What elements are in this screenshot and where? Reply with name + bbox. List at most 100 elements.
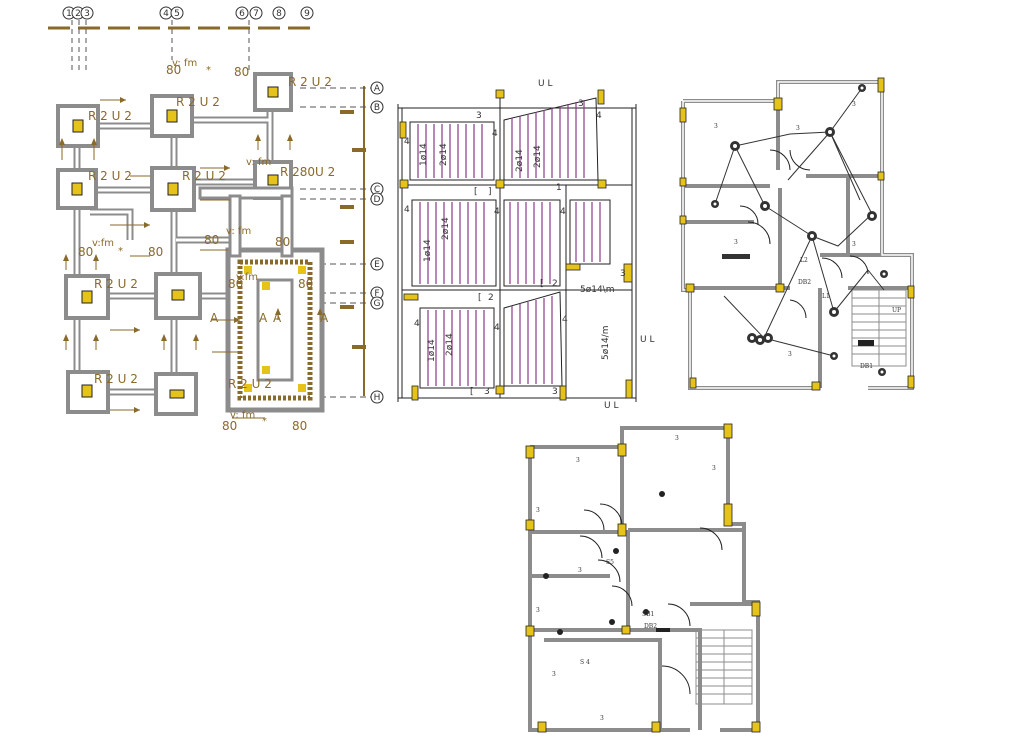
switch-columns	[525, 423, 761, 733]
grid-bubble-a: A	[370, 81, 384, 95]
dim-80-c: 80	[204, 233, 219, 247]
slab-bracket-b: ]	[488, 187, 492, 197]
electrical-plan: 3 3 3 3 3 3 DB2 DB1 L1 L2 UP	[679, 77, 915, 391]
footing-label-3: R 2 U 2	[288, 75, 332, 89]
sw-circuit-3-f: 3	[552, 671, 556, 678]
switch-db-icon	[656, 628, 670, 632]
ceiling-light-icon	[763, 333, 773, 343]
grid-bubble-d: D	[370, 192, 384, 206]
door-swings	[739, 149, 869, 319]
vfm-note-e: v: fm	[230, 410, 255, 421]
distribution-board-icon	[858, 340, 874, 346]
elec-db1: DB1	[860, 363, 873, 370]
footing-label-5: R 2 U 2	[94, 277, 138, 291]
rebar-label-1o14-c: 1ø14	[427, 339, 437, 362]
sw-circuit-3-d: 3	[712, 465, 716, 472]
foundation-plan: 1 2 3 4 5 6 7 8 9 A B C D E F G H	[48, 6, 384, 433]
stairs	[851, 289, 907, 367]
elec-db2: DB2	[798, 279, 811, 286]
dim-80-j: 80	[292, 419, 307, 433]
ceiling-light-icon	[867, 211, 877, 221]
slab-ul-top: U L	[538, 79, 552, 89]
grid-bubble-g: G	[370, 296, 384, 310]
ceiling-light-icon	[807, 231, 817, 241]
sw-circuit-3-c: 3	[536, 507, 540, 514]
slab-num-1: 1	[556, 183, 562, 193]
footing-label-4: R 2 U 2	[88, 169, 132, 183]
grid-bubble-4: 4	[159, 6, 173, 20]
slab-ul-right: U L	[640, 335, 654, 345]
slab-num-3-e: 3	[552, 387, 558, 397]
slab-bracket-c: [	[478, 293, 482, 303]
wall-socket-icon	[659, 491, 665, 497]
slab-bracket-a: [	[474, 187, 478, 197]
ceiling-light-icon	[711, 200, 719, 208]
pad-footings	[56, 72, 293, 416]
dim-80-h: 80	[298, 277, 313, 291]
grid-bubble-h: H	[370, 390, 384, 404]
ceiling-light-icon	[829, 307, 839, 317]
sw-circuit-3-g: 3	[600, 715, 604, 722]
footing-label-1: R 2 U 2	[88, 109, 132, 123]
grid-bubble-6: 6	[235, 6, 249, 20]
wall-socket-icon	[609, 619, 615, 625]
svg-text:D: D	[374, 195, 381, 205]
section-a-3: A	[273, 311, 282, 325]
section-a-2: A	[259, 311, 268, 325]
section-a-1: A	[210, 311, 219, 325]
slab-bracket-e: [	[470, 387, 474, 397]
slab-num-4-f: 4	[560, 207, 566, 217]
slab-num-3-a: 3	[476, 111, 482, 121]
elec-circuit-3-d: 3	[734, 239, 738, 246]
switch-door-swings	[579, 503, 723, 695]
section-a-4: A	[320, 311, 329, 325]
elec-circuit-3-b: 3	[796, 125, 800, 132]
dim-80-e: 80	[78, 245, 93, 259]
dim-80-d: 80	[275, 235, 290, 249]
vfm-note-b: v: fm	[246, 157, 271, 168]
grid-bubble-9: 9	[300, 6, 314, 20]
star-mark-c: *	[262, 416, 267, 427]
slab-num-4-g: 4	[414, 319, 420, 329]
rebar-panel-mid-center	[503, 199, 561, 287]
ceiling-light-icon	[760, 201, 770, 211]
rebar-panel-mid-left	[411, 199, 497, 287]
star-mark-a: *	[206, 65, 211, 76]
slab-ul-bottom: U L	[604, 401, 618, 411]
rebar-label-2o14-a: 2ø14	[439, 143, 449, 166]
light-fixtures	[711, 84, 888, 376]
svg-text:2: 2	[75, 9, 81, 19]
dim-80-i: 80	[222, 419, 237, 433]
sw-s5: S5	[606, 559, 614, 566]
sw-circuit-3-e: 3	[578, 567, 582, 574]
sw-sb1: SB1	[642, 611, 654, 618]
tie-beams-inner	[75, 96, 272, 394]
slab-num-4-e: 4	[494, 207, 500, 217]
svg-text:3: 3	[84, 9, 90, 19]
slab-num-4-h: 4	[494, 323, 500, 333]
vfm-note-d: v:fm	[236, 272, 258, 283]
elec-circuit-3-a: 3	[714, 123, 718, 130]
svg-text:A: A	[374, 84, 381, 94]
grid-bubble-5: 5	[170, 6, 184, 20]
grid-lines-vertical	[71, 20, 250, 72]
grid-bubble-8: 8	[272, 6, 286, 20]
svg-text:1: 1	[66, 9, 72, 19]
footing-label-7: R 2 U 2	[228, 377, 272, 391]
svg-text:H: H	[374, 393, 381, 403]
ceiling-light-icon	[858, 84, 866, 92]
svg-text:9: 9	[304, 9, 310, 19]
svg-text:C: C	[374, 185, 380, 195]
rebar-arrowheads	[59, 97, 323, 413]
vfm-note-c: v: fm	[226, 226, 251, 237]
slab-num-2-b: 2	[552, 279, 558, 289]
grid-bubble-e: E	[370, 257, 384, 271]
star-mark-b: *	[118, 246, 123, 257]
rebar-label-2o14-b: 2ø14	[515, 149, 525, 172]
vfm-note-a: v: fm	[172, 58, 197, 69]
elec-circuit-3-e: 3	[788, 351, 792, 358]
footing-label-9: R 280U 2	[280, 165, 335, 179]
elec-columns	[679, 77, 915, 391]
sw-db2: DB2	[644, 623, 657, 630]
slab-num-4-c: 4	[596, 111, 602, 121]
